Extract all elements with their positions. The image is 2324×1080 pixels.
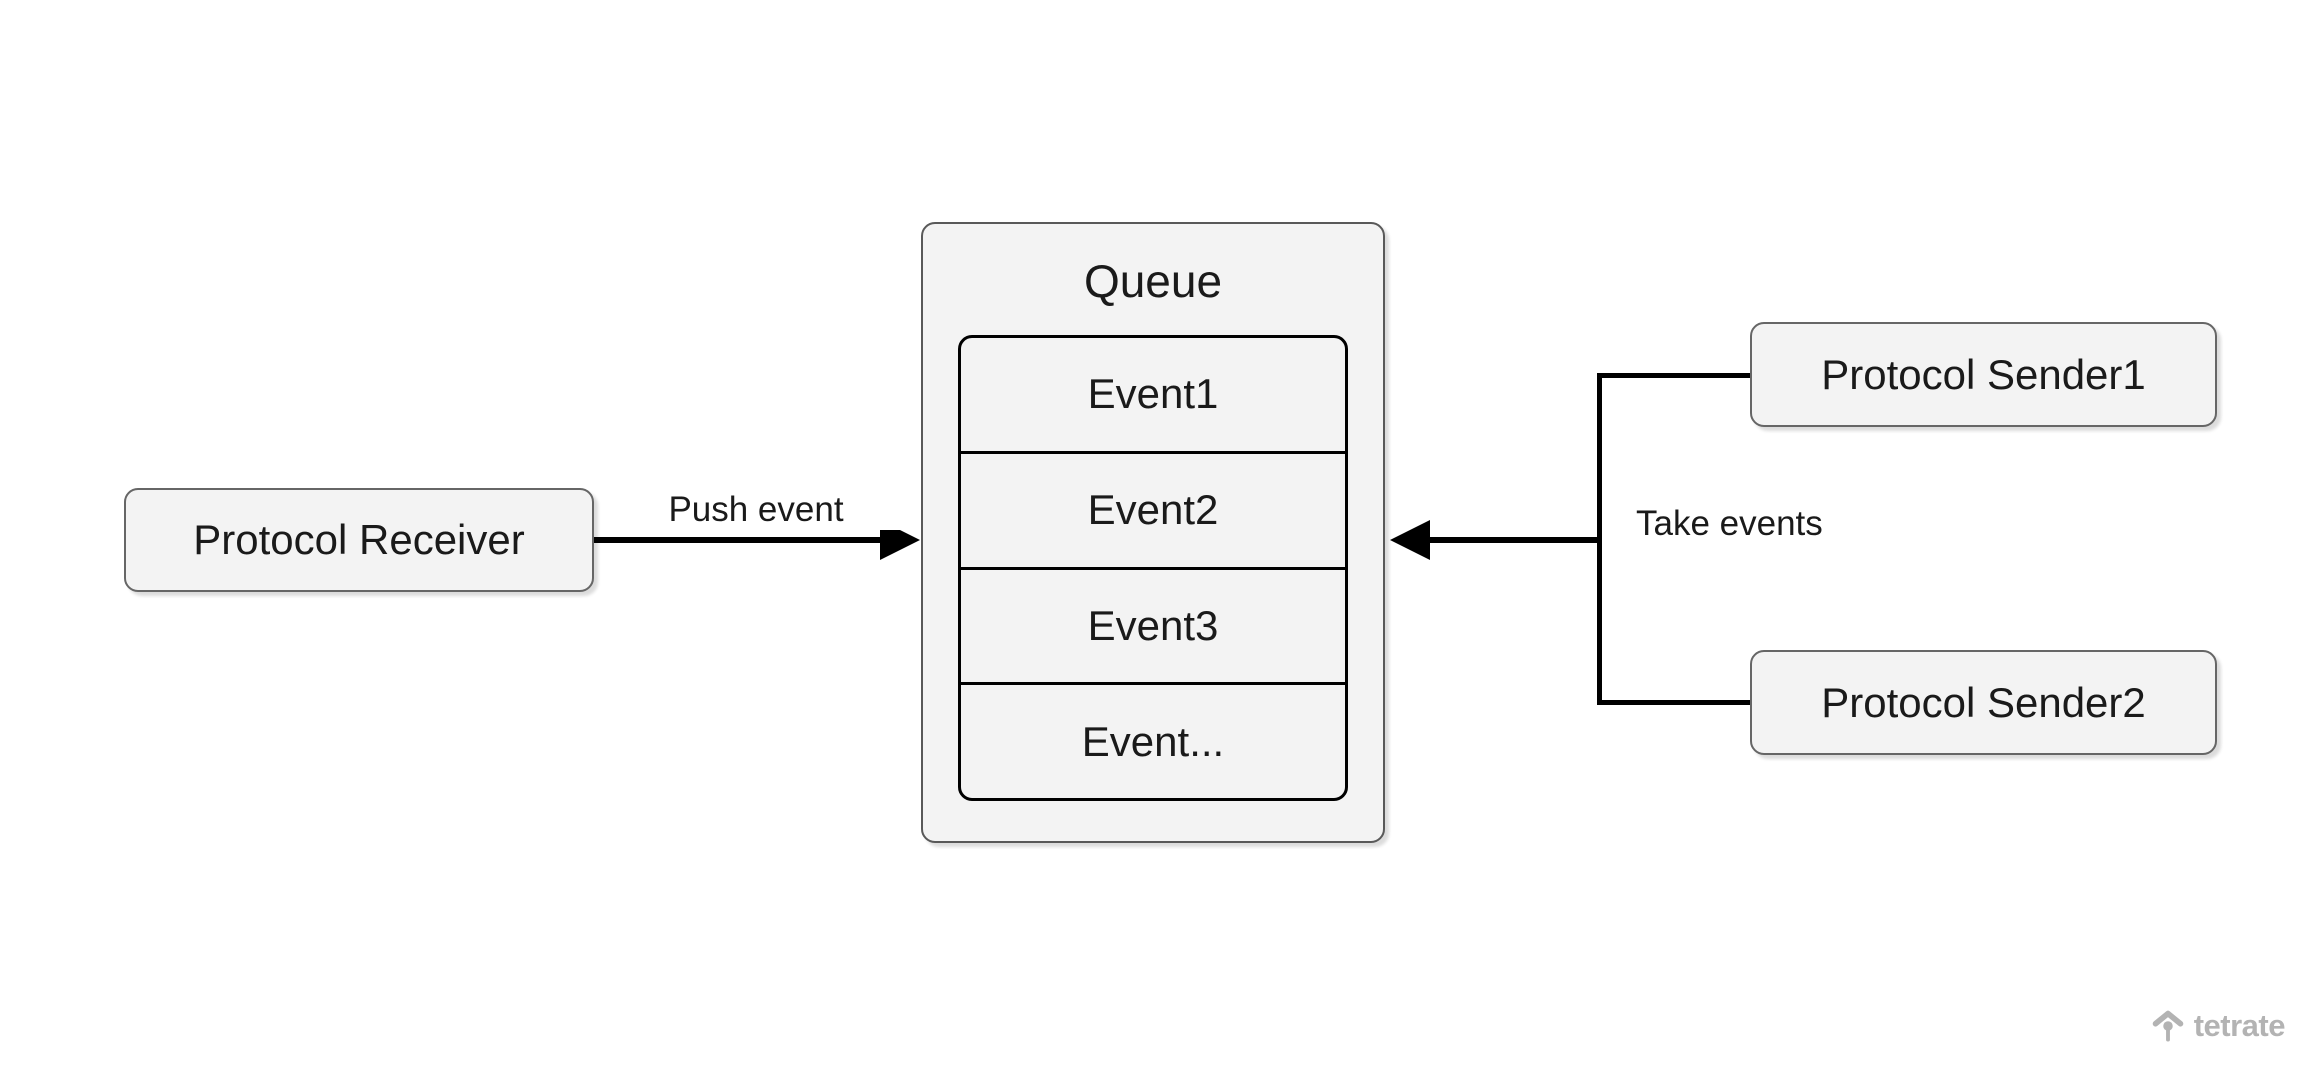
node-protocol-sender2: Protocol Sender2 <box>1750 650 2217 755</box>
connector-line-sender2 <box>1597 700 1752 705</box>
tetrate-logo: tetrate <box>2151 1008 2286 1044</box>
event-row: Event2 <box>961 454 1345 570</box>
event-row: Event3 <box>961 570 1345 686</box>
event-row: Event1 <box>961 338 1345 454</box>
tetrate-logo-icon <box>2151 1009 2185 1043</box>
tetrate-wordmark: tetrate <box>2193 1008 2286 1043</box>
queue-container: Queue Event1 Event2 Event3 Event... <box>921 222 1385 843</box>
queue-title: Queue <box>1083 255 1223 307</box>
push-event-arrow-line <box>594 537 882 543</box>
event-stack: Event1 Event2 Event3 Event... <box>958 335 1348 801</box>
node-protocol-sender1: Protocol Sender1 <box>1750 322 2217 427</box>
node-protocol-receiver: Protocol Receiver <box>124 488 594 592</box>
connector-line-sender1 <box>1597 373 1752 378</box>
connector-line-vertical <box>1597 373 1602 705</box>
arrowhead-left-icon <box>1390 520 1430 560</box>
take-events-arrow-line <box>1428 537 1600 543</box>
event-row: Event... <box>1081 717 1225 765</box>
push-event-label: Push event <box>606 490 906 530</box>
take-events-label: Take events <box>1630 504 1829 544</box>
